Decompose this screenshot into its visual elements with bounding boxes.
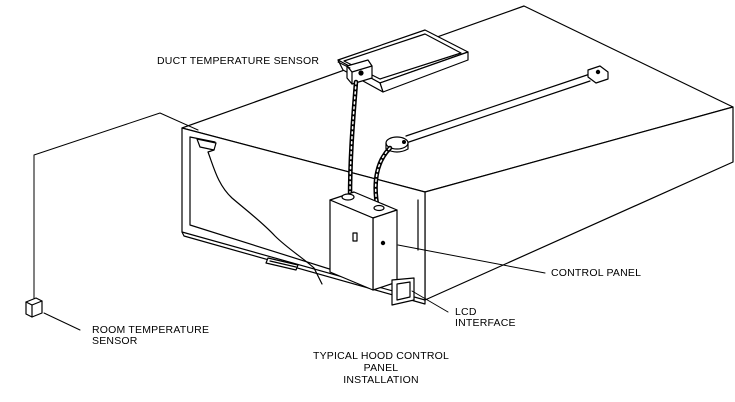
control-panel-box: [329, 191, 398, 291]
leader-lines: [43, 61, 546, 331]
caption-line2: PANEL: [363, 362, 399, 374]
control-panel-label: CONTROL PANEL: [551, 267, 642, 279]
lcd-interface: [391, 277, 415, 306]
room-temperature-sensor-label-line2: SENSOR: [92, 335, 138, 347]
lcd-interface-label-line2: INTERFACE: [455, 317, 516, 329]
floor-handle: [265, 257, 299, 271]
light-fixture-rear: [405, 65, 609, 144]
cutaway-edge: [196, 138, 323, 285]
room-sensor-wire: [33, 112, 199, 303]
room-sensor-device: [25, 297, 43, 318]
caption-line1: TYPICAL HOOD CONTROL: [312, 350, 450, 362]
duct-temperature-sensor-label: DUCT TEMPERATURE SENSOR: [157, 55, 320, 67]
lcd-interface-label-line1: LCD: [455, 306, 477, 318]
light-fixture-front: [385, 136, 409, 153]
room-temperature-sensor-label-line1: ROOM TEMPERATURE: [92, 324, 210, 336]
caption-line3: INSTALLATION: [343, 374, 419, 386]
